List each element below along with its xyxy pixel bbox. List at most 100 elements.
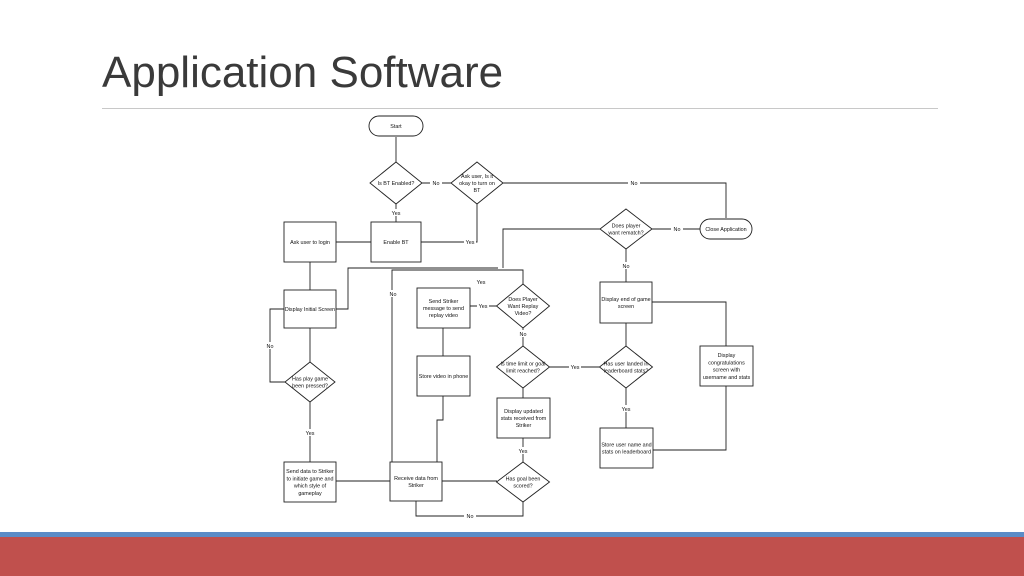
edge-label-bg bbox=[620, 405, 632, 412]
edge-label-text: Yes bbox=[479, 304, 488, 310]
node-text: Ask user, Is it bbox=[461, 174, 494, 180]
connectors bbox=[269, 137, 727, 517]
node-text: Want Replay bbox=[508, 304, 539, 310]
edge-label-bg bbox=[387, 290, 399, 297]
node-text: Has goal been bbox=[506, 476, 541, 482]
process-shape bbox=[283, 461, 337, 503]
edge-label-text: No bbox=[623, 264, 630, 270]
node-text: Does Player bbox=[508, 297, 538, 303]
edge-label-text: Yes bbox=[466, 240, 475, 246]
edge-label-bg bbox=[671, 225, 683, 232]
edge-label-text: Yes bbox=[622, 407, 631, 413]
edge-label-text: No bbox=[674, 227, 681, 233]
connector bbox=[502, 182, 727, 218]
node-text: Striker bbox=[516, 423, 532, 429]
node-text: to initiate game and bbox=[286, 476, 333, 482]
edge-label-bg bbox=[264, 342, 276, 349]
node-text: Does player bbox=[612, 223, 641, 229]
edge-label-no-rematch-down: No bbox=[620, 262, 632, 270]
connector bbox=[421, 203, 478, 243]
edge-label-bg bbox=[620, 262, 632, 269]
connector bbox=[391, 269, 524, 462]
terminal-shape bbox=[368, 115, 424, 137]
node-text: Striker bbox=[408, 483, 424, 489]
process-shape bbox=[416, 287, 471, 329]
decision-shape bbox=[450, 161, 504, 205]
edge-label-text: Yes bbox=[571, 365, 580, 371]
node-text: Start bbox=[390, 124, 402, 130]
connector bbox=[652, 301, 727, 346]
connector bbox=[653, 386, 727, 451]
node-text: Enable BT bbox=[383, 240, 409, 246]
edge-label-text: No bbox=[467, 514, 474, 520]
edge-label-yes-replay: Yes bbox=[477, 302, 489, 310]
node-text: Send Striker bbox=[429, 299, 459, 305]
footer-red-band bbox=[0, 537, 1024, 576]
edge-label-bg bbox=[390, 209, 402, 216]
edge-label-yes-play: Yes bbox=[304, 429, 316, 437]
process-shape bbox=[599, 427, 654, 469]
node-text: okay to turn on bbox=[459, 181, 495, 187]
edge-label-bg bbox=[569, 363, 581, 370]
edge-label-text: No bbox=[267, 344, 274, 350]
edge-label-bg bbox=[475, 278, 487, 285]
edge-label-text: Yes bbox=[519, 449, 528, 455]
edge-label-yes-leader: Yes bbox=[620, 405, 632, 413]
flow-node-ask-login: Ask user to login bbox=[283, 221, 337, 263]
process-shape bbox=[370, 221, 422, 263]
node-text: congratulations bbox=[708, 360, 745, 366]
edge-label-bg bbox=[517, 447, 529, 454]
node-text: Store video in phone bbox=[419, 374, 468, 380]
node-text: Store user name and bbox=[601, 442, 651, 448]
edge-label-yes-askbt: Yes bbox=[464, 238, 476, 246]
node-text: Send data to Striker bbox=[286, 469, 334, 475]
edge-label-bg bbox=[628, 179, 640, 186]
edge-label-no-play: No bbox=[264, 342, 276, 350]
node-text: which style of bbox=[293, 484, 327, 490]
node-text: Display Initial Screen bbox=[285, 307, 335, 313]
process-shape bbox=[699, 345, 754, 387]
flow-node-bt-enabled: Is BT Enabled? bbox=[369, 161, 423, 205]
edge-label-no-askbt: No bbox=[628, 179, 640, 187]
node-text: Is BT Enabled? bbox=[378, 181, 415, 187]
edge-label-no-rematch: No bbox=[671, 225, 683, 233]
node-text: username and stats bbox=[703, 375, 751, 381]
edge-label-no-replay: No bbox=[517, 330, 529, 338]
edge-label-text: No bbox=[520, 332, 527, 338]
edge-label-yes-replay-top: Yes bbox=[475, 278, 487, 286]
edge-label-text: Yes bbox=[306, 431, 315, 437]
node-text: Display updated bbox=[504, 409, 543, 415]
connector bbox=[502, 228, 601, 268]
slide-title: Application Software bbox=[102, 48, 504, 97]
terminal-shape bbox=[699, 218, 753, 240]
decision-shape bbox=[495, 461, 551, 503]
process-shape bbox=[283, 289, 337, 329]
process-shape bbox=[496, 397, 551, 439]
node-text: stats received from bbox=[501, 416, 547, 422]
node-text: been pressed? bbox=[292, 384, 328, 390]
decision-shape bbox=[495, 283, 551, 329]
decision-shape bbox=[495, 345, 551, 389]
node-text: Is time limit or goal bbox=[501, 361, 546, 367]
edge-label-bg bbox=[304, 429, 316, 436]
edge-label-bg bbox=[430, 179, 442, 186]
edge-label-text: No bbox=[433, 181, 440, 187]
connector bbox=[436, 396, 444, 462]
node-text: Display bbox=[718, 353, 736, 359]
node-text: BT bbox=[474, 188, 482, 194]
edge-label-bg bbox=[517, 330, 529, 337]
node-text: replay video bbox=[429, 313, 458, 319]
process-shape bbox=[283, 221, 337, 263]
decision-shape bbox=[599, 208, 653, 250]
edge-label-yes-goal: Yes bbox=[517, 447, 529, 455]
